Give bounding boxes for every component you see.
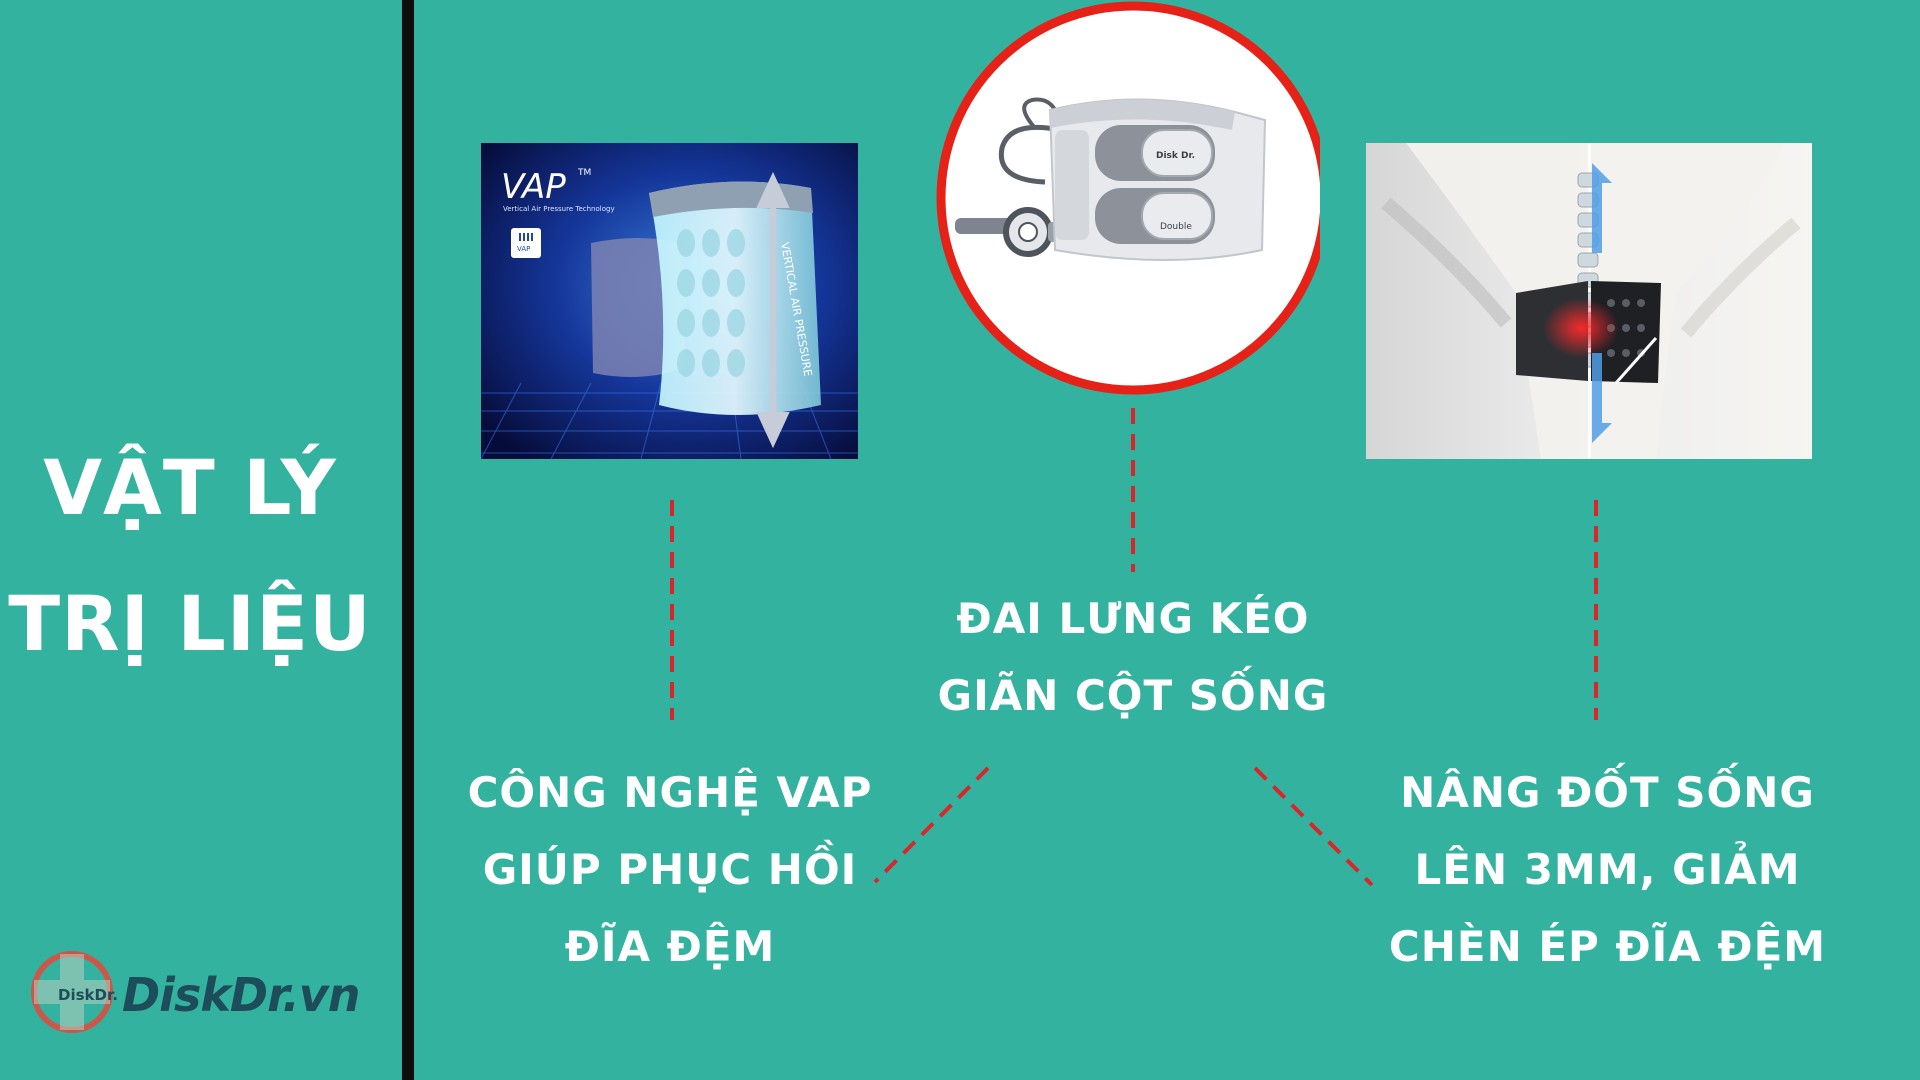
left-caption-line-1: CÔNG NGHỆ VAP (467, 768, 873, 817)
product-label: Disk Dr. (1156, 151, 1195, 161)
vap-tm: TM (577, 168, 591, 178)
right-caption-line-2: LÊN 3MM, GIẢM (1414, 845, 1801, 894)
right-caption-line-1: NÂNG ĐỐT SỐNG (1400, 768, 1815, 817)
title-line-2: TRỊ LIỆU (8, 579, 372, 668)
right-caption-line-3: CHÈN ÉP ĐĨA ĐỆM (1388, 922, 1827, 971)
center-caption-line-2: GIÃN CỘT SỐNG (937, 671, 1329, 720)
medical-cross-icon (31, 951, 113, 1033)
product-label-double: Double (1160, 222, 1192, 232)
connector-diagonal-left (873, 766, 990, 884)
section-title: VẬT LÝ TRỊ LIỆU (0, 420, 380, 692)
center-caption: ĐAI LƯNG KÉO GIÃN CỘT SỐNG (900, 580, 1366, 734)
traction-belt-highlight: Disk Dr. Double (920, 0, 1330, 400)
logo-small-text: DiskDr. (58, 986, 118, 1004)
vap-logo-text: VAP (501, 167, 566, 207)
right-caption: NÂNG ĐỐT SỐNG LÊN 3MM, GIẢM CHÈN ÉP ĐĨA … (1370, 754, 1845, 985)
spine-decompression-image (1366, 143, 1812, 459)
center-caption-line-1: ĐAI LƯNG KÉO (956, 594, 1310, 643)
vap-subtitle: Vertical Air Pressure Technology (503, 205, 615, 213)
left-caption-line-2: GIÚP PHỤC HỒI (482, 845, 858, 894)
connector-diagonal-right (1253, 766, 1374, 887)
brand-logo: DiskDr. DiskDr.vn (30, 950, 360, 1040)
title-line-1: VẬT LÝ (43, 443, 337, 532)
vap-technology-image: VERTICAL AIR PRESSURE VAP TM Vertical Ai… (481, 143, 858, 459)
vertical-divider (402, 0, 414, 1080)
vap-badge-text: VAP (517, 245, 530, 253)
logo-brand-text: DiskDr.vn (122, 968, 360, 1022)
left-caption: CÔNG NGHỆ VAP GIÚP PHỤC HỒI ĐĨA ĐỆM (440, 754, 900, 985)
left-caption-line-3: ĐĨA ĐỆM (564, 922, 776, 971)
